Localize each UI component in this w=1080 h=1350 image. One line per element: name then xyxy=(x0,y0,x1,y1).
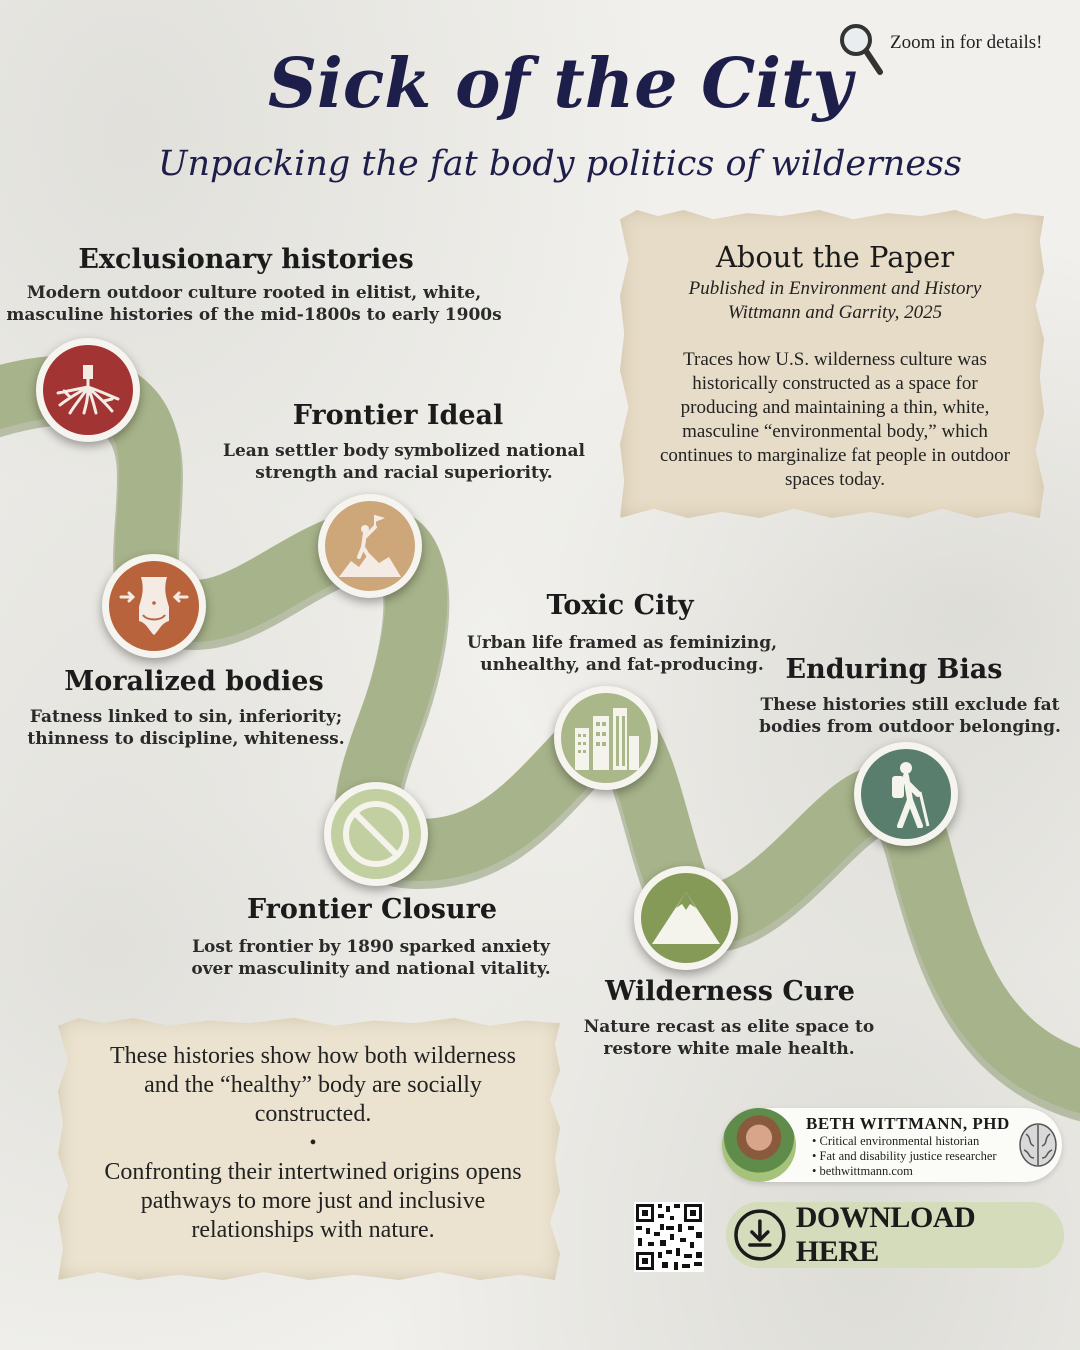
zoom-hint-text: Zoom in for details! xyxy=(890,32,1043,53)
node-frontier-closure xyxy=(324,782,428,886)
step-desc-moralized: Fatness linked to sin, inferiority; thin… xyxy=(10,706,362,750)
step-desc-frontier-ideal: Lean settler body symbolized national st… xyxy=(200,440,608,484)
about-line: spaces today. xyxy=(784,469,886,490)
conclusion-line: constructed. xyxy=(254,1101,372,1127)
zoom-hint: Zoom in for details! xyxy=(838,22,1043,76)
conclusion-line: pathways to more just and inclusive xyxy=(140,1188,486,1214)
desc-line: bodies from outdoor belonging. xyxy=(759,717,1061,737)
desc-line: over masculinity and national vitality. xyxy=(191,959,551,979)
author-bullet-text: Fat and disability justice researcher xyxy=(819,1149,997,1163)
about-title: About the Paper xyxy=(715,240,955,274)
about-line: producing and maintaining a thin, white, xyxy=(680,397,990,418)
waist-icon xyxy=(119,577,189,635)
step-heading-toxic-city: Toxic City xyxy=(546,590,694,621)
qr-code-icon[interactable] xyxy=(634,1202,704,1272)
about-line: historically constructed as a space for xyxy=(692,373,978,394)
desc-line: Urban life framed as feminizing, xyxy=(467,633,777,653)
step-desc-wilderness-cure: Nature recast as elite space to restore … xyxy=(576,1016,882,1060)
node-wilderness-cure xyxy=(634,866,738,970)
page-title: Sick of the City xyxy=(267,44,853,124)
hiker-icon xyxy=(892,762,930,828)
flag-summit-icon xyxy=(339,515,401,577)
conclusion-separator: • xyxy=(309,1132,317,1154)
step-desc-toxic-city: Urban life framed as feminizing, unhealt… xyxy=(452,632,792,676)
desc-line: Modern outdoor culture rooted in elitist… xyxy=(26,283,482,303)
page-subtitle: Unpacking the fat body politics of wilde… xyxy=(158,144,962,184)
avatar xyxy=(722,1108,796,1182)
step-heading-frontier-ideal: Frontier Ideal xyxy=(292,400,504,431)
conclusion-line: relationships with nature. xyxy=(191,1217,435,1243)
about-paper-card xyxy=(620,210,1044,518)
download-button[interactable]: DOWNLOAD HERE xyxy=(726,1201,1064,1268)
about-line: continues to marginalize fat people in o… xyxy=(660,445,1010,466)
desc-line: Fatness linked to sin, inferiority; xyxy=(29,707,343,727)
about-body: Traces how U.S. wilderness culture was h… xyxy=(620,348,1050,492)
download-button-label: DOWNLOAD HERE xyxy=(795,1201,976,1268)
author-bullet-text: Critical environmental historian xyxy=(819,1134,980,1148)
conclusion-line: Confronting their intertwined origins op… xyxy=(104,1159,522,1185)
about-authors: Wittmann and Garrity, 2025 xyxy=(727,302,943,323)
about-line: Traces how U.S. wilderness culture was xyxy=(683,349,987,370)
desc-line: restore white male health. xyxy=(603,1039,855,1059)
step-desc-exclusionary: Modern outdoor culture rooted in elitist… xyxy=(0,282,508,326)
desc-line: strength and racial superiority. xyxy=(255,463,553,483)
author-bullet: • Critical environmental historian xyxy=(812,1134,980,1148)
desc-line: Lean settler body symbolized national xyxy=(223,441,585,461)
about-line: masculine “environmental body,” which xyxy=(682,421,988,442)
desc-line: masculine histories of the mid-1800s to … xyxy=(6,305,502,325)
conclusion-line: These histories show how both wilderness xyxy=(110,1043,516,1069)
node-toxic-city xyxy=(554,686,658,790)
node-frontier-ideal xyxy=(318,494,422,598)
author-website-link[interactable]: • bethwittmann.com xyxy=(812,1164,913,1178)
step-desc-frontier-closure: Lost frontier by 1890 sparked anxiety ov… xyxy=(176,936,566,980)
city-buildings-icon xyxy=(575,708,639,770)
desc-line: These histories still exclude fat xyxy=(760,695,1060,715)
desc-line: unhealthy, and fat-producing. xyxy=(480,655,764,675)
conclusion-text: These histories show how both wilderness… xyxy=(58,1042,568,1245)
about-published: Published in Environment and History xyxy=(688,278,982,299)
author-bullet: • Fat and disability justice researcher xyxy=(812,1149,997,1163)
step-heading-frontier-closure: Frontier Closure xyxy=(246,894,498,925)
roots-icon xyxy=(56,365,120,415)
conclusion-card xyxy=(58,1018,560,1280)
step-heading-moralized: Moralized bodies xyxy=(64,666,324,697)
conclusion-line: and the “healthy” body are socially xyxy=(144,1072,482,1098)
author-website-text[interactable]: bethwittmann.com xyxy=(819,1164,913,1178)
desc-line: thinness to discipline, whiteness. xyxy=(27,729,345,749)
mountain-icon xyxy=(652,892,720,944)
brain-icon xyxy=(1019,1123,1057,1167)
node-enduring-bias xyxy=(854,742,958,846)
node-exclusionary xyxy=(36,338,140,442)
desc-line: Nature recast as elite space to xyxy=(583,1017,875,1037)
node-moralized xyxy=(102,554,206,658)
prohibited-icon xyxy=(343,801,409,867)
desc-line: Lost frontier by 1890 sparked anxiety xyxy=(192,937,550,957)
step-desc-enduring-bias: These histories still exclude fat bodies… xyxy=(748,694,1072,738)
step-heading-exclusionary: Exclusionary histories xyxy=(78,244,414,275)
author-name: BETH WITTMANN, PHD xyxy=(806,1114,1010,1133)
step-heading-enduring-bias: Enduring Bias xyxy=(785,654,1003,685)
magnifier-icon xyxy=(840,24,883,75)
step-heading-wilderness-cure: Wilderness Cure xyxy=(605,976,855,1007)
download-icon xyxy=(734,1209,786,1261)
